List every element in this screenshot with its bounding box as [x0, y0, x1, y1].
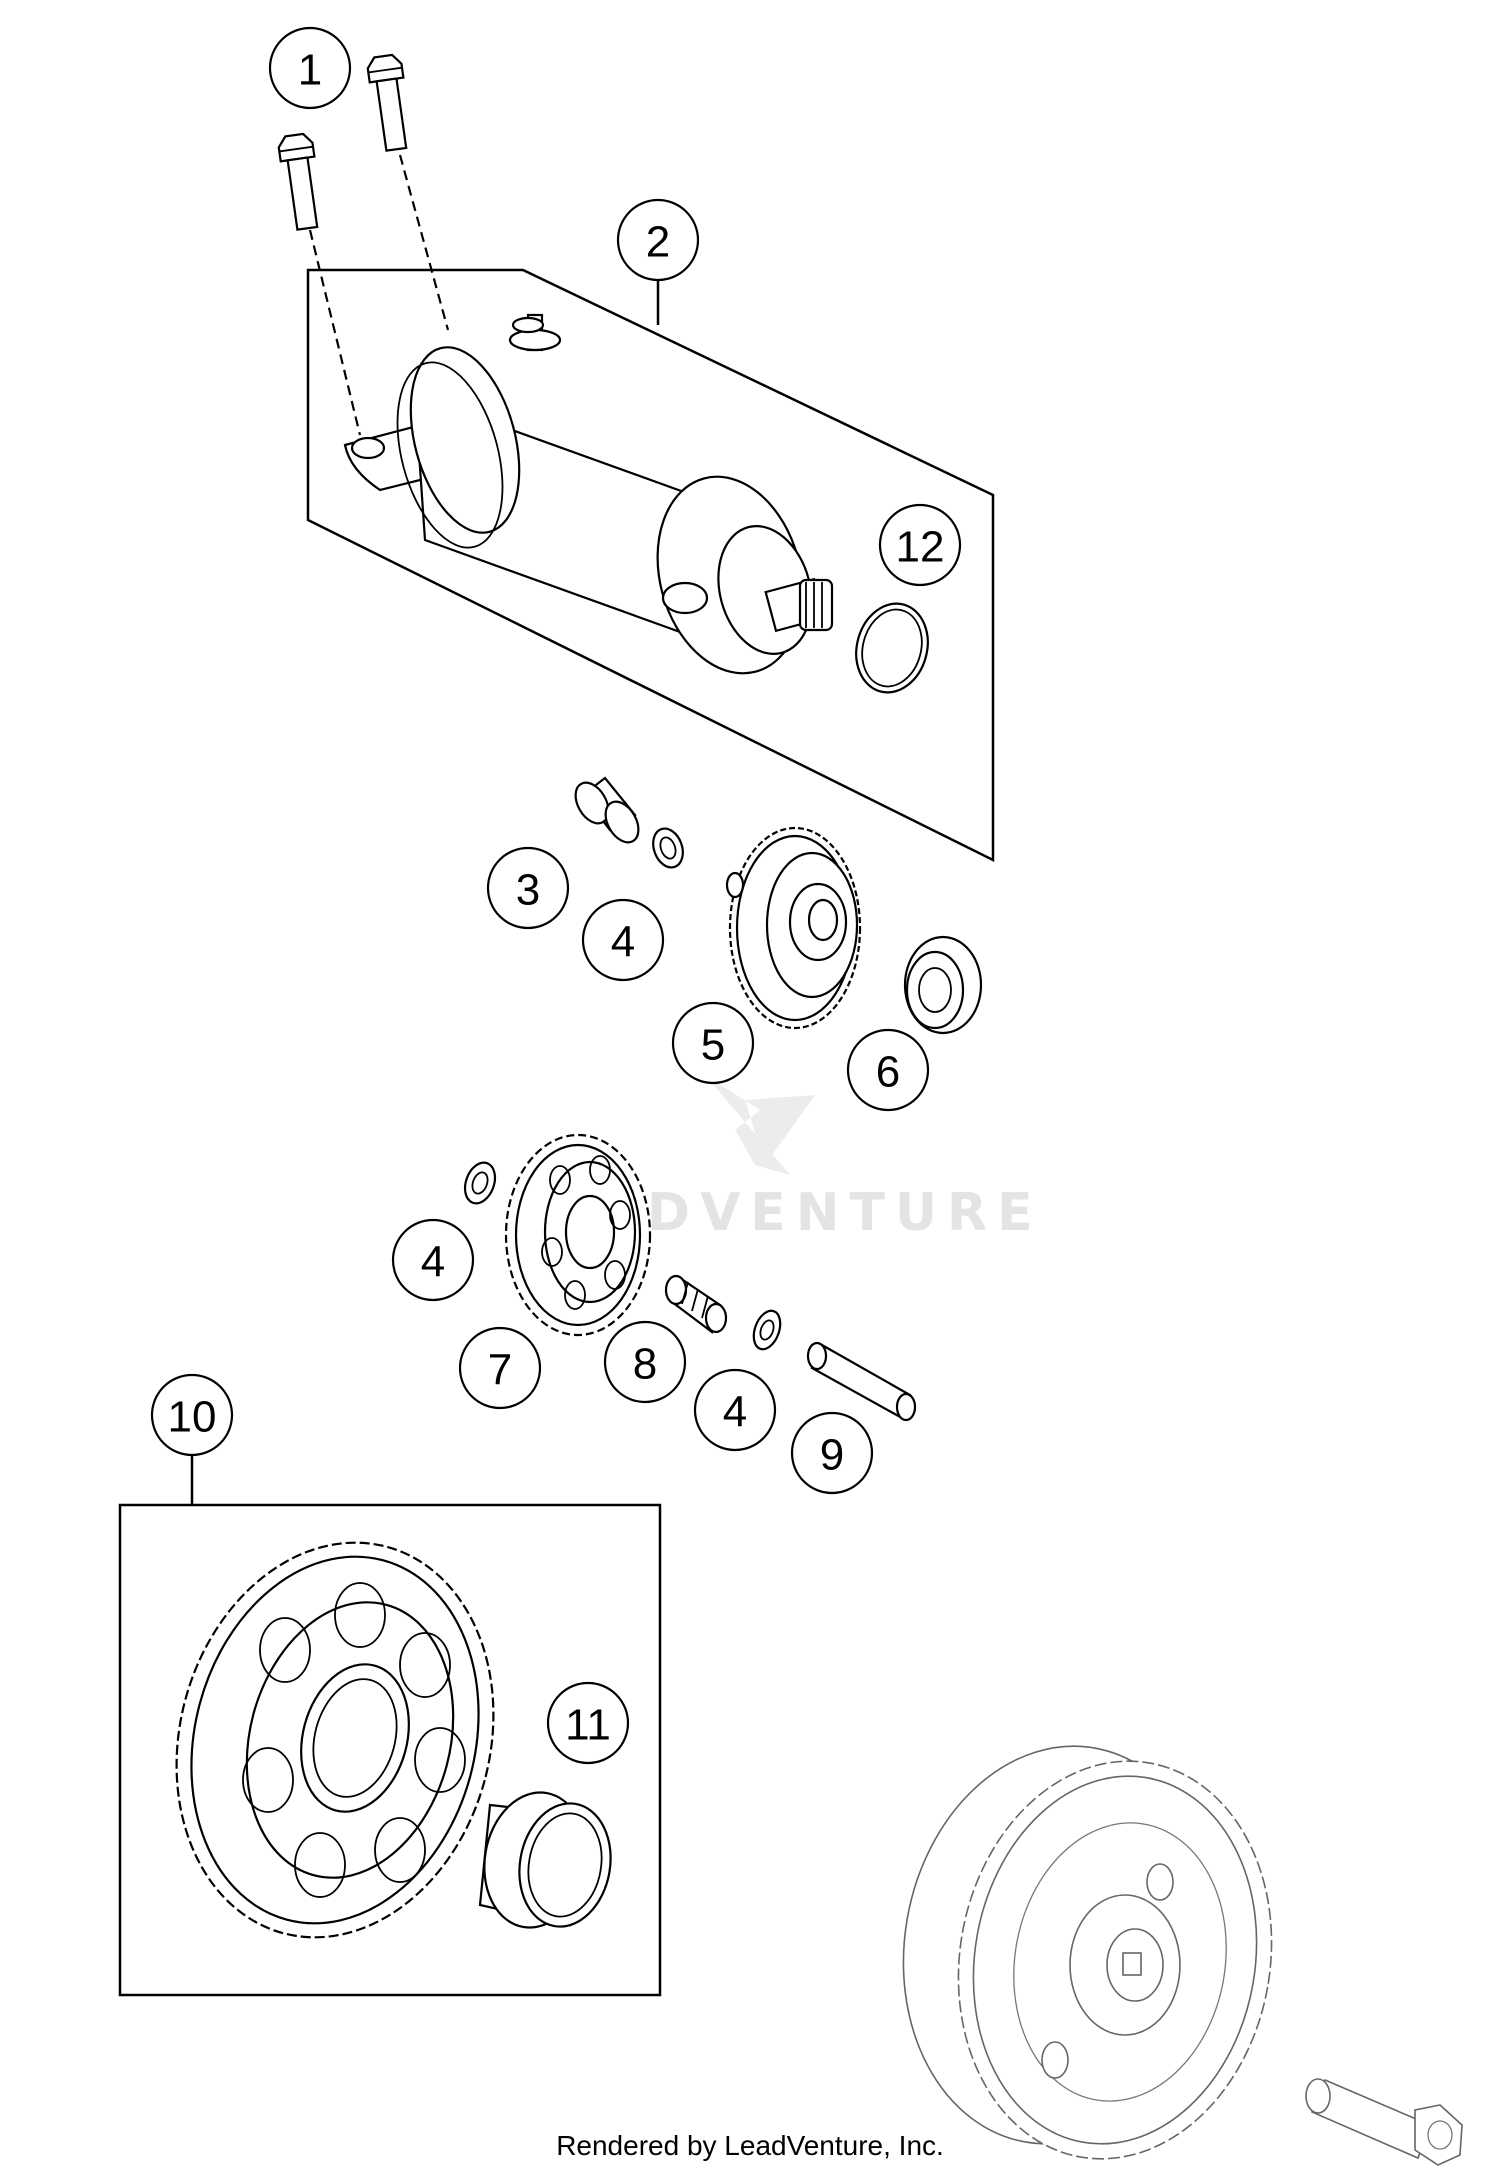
bolts-part-1	[277, 53, 450, 436]
bushing-part-3	[574, 776, 640, 844]
bearing-part-6	[903, 935, 983, 1035]
callout-4-middle-label: 4	[421, 1238, 445, 1287]
flywheel-reference	[902, 1745, 1273, 2160]
callout-12-label: 12	[896, 523, 945, 572]
needle-bearing-part-8	[664, 1274, 728, 1334]
bushing-part-11	[478, 1791, 612, 1929]
callout-1-label: 1	[298, 46, 322, 95]
callout-4-lower-label: 4	[723, 1388, 747, 1437]
starter-motor-part-2	[343, 313, 834, 675]
washer-part-4-middle	[463, 1161, 497, 1205]
part-2-kit-frame	[306, 268, 995, 863]
callout-6: 6	[846, 1028, 930, 1112]
callout-4-upper: 4	[581, 898, 665, 982]
callout-6-label: 6	[876, 1048, 900, 1097]
shaft-part-9	[806, 1341, 917, 1422]
callout-9: 9	[790, 1411, 874, 1495]
callout-10-label: 10	[168, 1393, 217, 1442]
callout-3: 3	[486, 846, 570, 930]
footer-credit: Rendered by LeadVenture, Inc.	[556, 2130, 944, 2161]
callout-5-label: 5	[701, 1021, 725, 1070]
callout-8: 8	[603, 1320, 687, 1404]
callout-3-label: 3	[516, 866, 540, 915]
callout-8-label: 8	[633, 1340, 657, 1389]
o-ring-part-12	[855, 602, 929, 694]
callout-11: 11	[546, 1681, 630, 1765]
watermark-logo-icon	[705, 1075, 815, 1175]
washer-part-4-lower	[752, 1309, 782, 1351]
callout-4-lower: 4	[693, 1368, 777, 1452]
callout-10: 10	[150, 1373, 234, 1457]
flywheel-bolt-reference	[1305, 2078, 1463, 2166]
callout-4-upper-label: 4	[611, 918, 635, 967]
callout-1: 1	[268, 26, 352, 110]
callout-12: 12	[878, 503, 962, 587]
intermediate-gear-part-5	[725, 826, 862, 1030]
callout-2: 2	[616, 198, 700, 282]
gear-part-7	[504, 1133, 652, 1337]
callout-7-label: 7	[488, 1346, 512, 1395]
callout-2-label: 2	[646, 218, 670, 267]
callout-11-label: 11	[565, 1701, 611, 1750]
starter-gear-part-10	[175, 1541, 495, 1939]
callout-4-middle: 4	[391, 1218, 475, 1302]
callout-5: 5	[671, 1001, 755, 1085]
callout-7: 7	[458, 1326, 542, 1410]
part-10-kit-frame	[118, 1503, 662, 1997]
callout-9-label: 9	[820, 1431, 844, 1480]
washer-part-4-upper	[652, 827, 684, 869]
